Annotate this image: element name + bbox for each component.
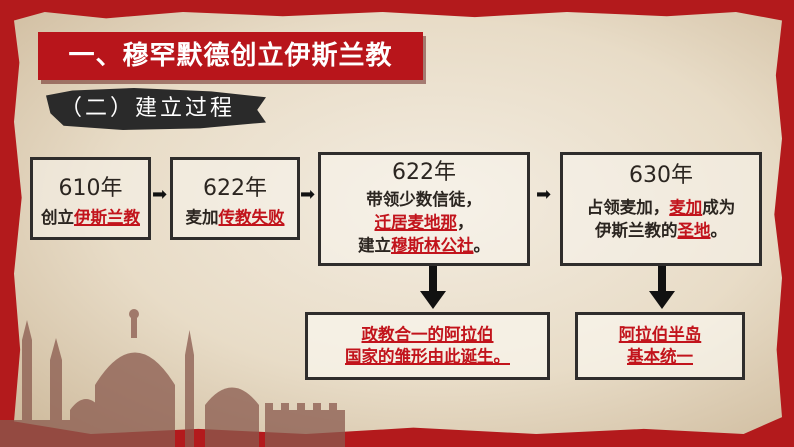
step-text-line1: 带领少数信徒， [366, 190, 482, 209]
step-text-line1: 占领麦加，麦加成为 [586, 198, 736, 217]
result-box-state: 政教合一的阿拉伯 国家的雏形由此诞生。 [305, 312, 550, 380]
right-arrow-icon: ➡ [536, 184, 552, 205]
mosque-skyline-illustration [0, 309, 345, 447]
step-text-line3: 建立穆斯林公社。 [358, 236, 490, 255]
slide-title: 一、穆罕默德创立伊斯兰教 [68, 41, 393, 71]
step-year: 610年 [58, 176, 123, 201]
down-arrow-icon [420, 291, 446, 309]
result-line2: 国家的雏形由此诞生。 [345, 347, 510, 366]
down-arrow-icon [649, 291, 675, 309]
result-box-arabia: 阿拉伯半岛 基本统一 [575, 312, 745, 380]
step-box-622-medina: 622年 带领少数信徒， 迁居麦地那， 建立穆斯林公社。 [318, 152, 530, 266]
highlight-text: 伊斯兰教 [74, 208, 140, 227]
step-box-630: 630年 占领麦加，麦加成为 伊斯兰教的圣地。 [560, 152, 762, 266]
step-text-line2: 伊斯兰教的圣地。 [595, 221, 727, 240]
right-arrow-icon: ➡ [152, 184, 168, 205]
result-line1: 阿拉伯半岛 [618, 325, 702, 344]
subtitle-brush-stroke [46, 88, 266, 130]
result-line2: 基本统一 [627, 347, 693, 366]
right-arrow-icon: ➡ [300, 184, 316, 205]
step-year: 622年 [203, 176, 267, 201]
section-subtitle: （二）建立过程 [60, 96, 236, 121]
step-year: 622年 [392, 160, 456, 185]
down-arrow-shaft [429, 266, 437, 292]
step-box-622-mecca: 622年 麦加传教失败 [170, 157, 300, 240]
highlight-text: 穆斯林公社 [391, 236, 474, 255]
highlight-text: 迁居麦地那 [374, 213, 458, 232]
step-text: 创立伊斯兰教 [41, 208, 140, 227]
step-text: 麦加传教失败 [185, 208, 285, 227]
title-banner: 一、穆罕默德创立伊斯兰教 [38, 32, 423, 80]
highlight-text: 传教失败 [218, 208, 285, 227]
step-year: 630年 [629, 163, 693, 188]
step-text-line2: 迁居麦地那， [374, 213, 474, 232]
result-line1: 政教合一的阿拉伯 [361, 325, 494, 344]
highlight-text: 圣地 [677, 221, 711, 240]
step-box-610: 610年 创立伊斯兰教 [30, 157, 151, 240]
down-arrow-shaft [658, 266, 666, 292]
highlight-text: 麦加 [669, 198, 703, 217]
